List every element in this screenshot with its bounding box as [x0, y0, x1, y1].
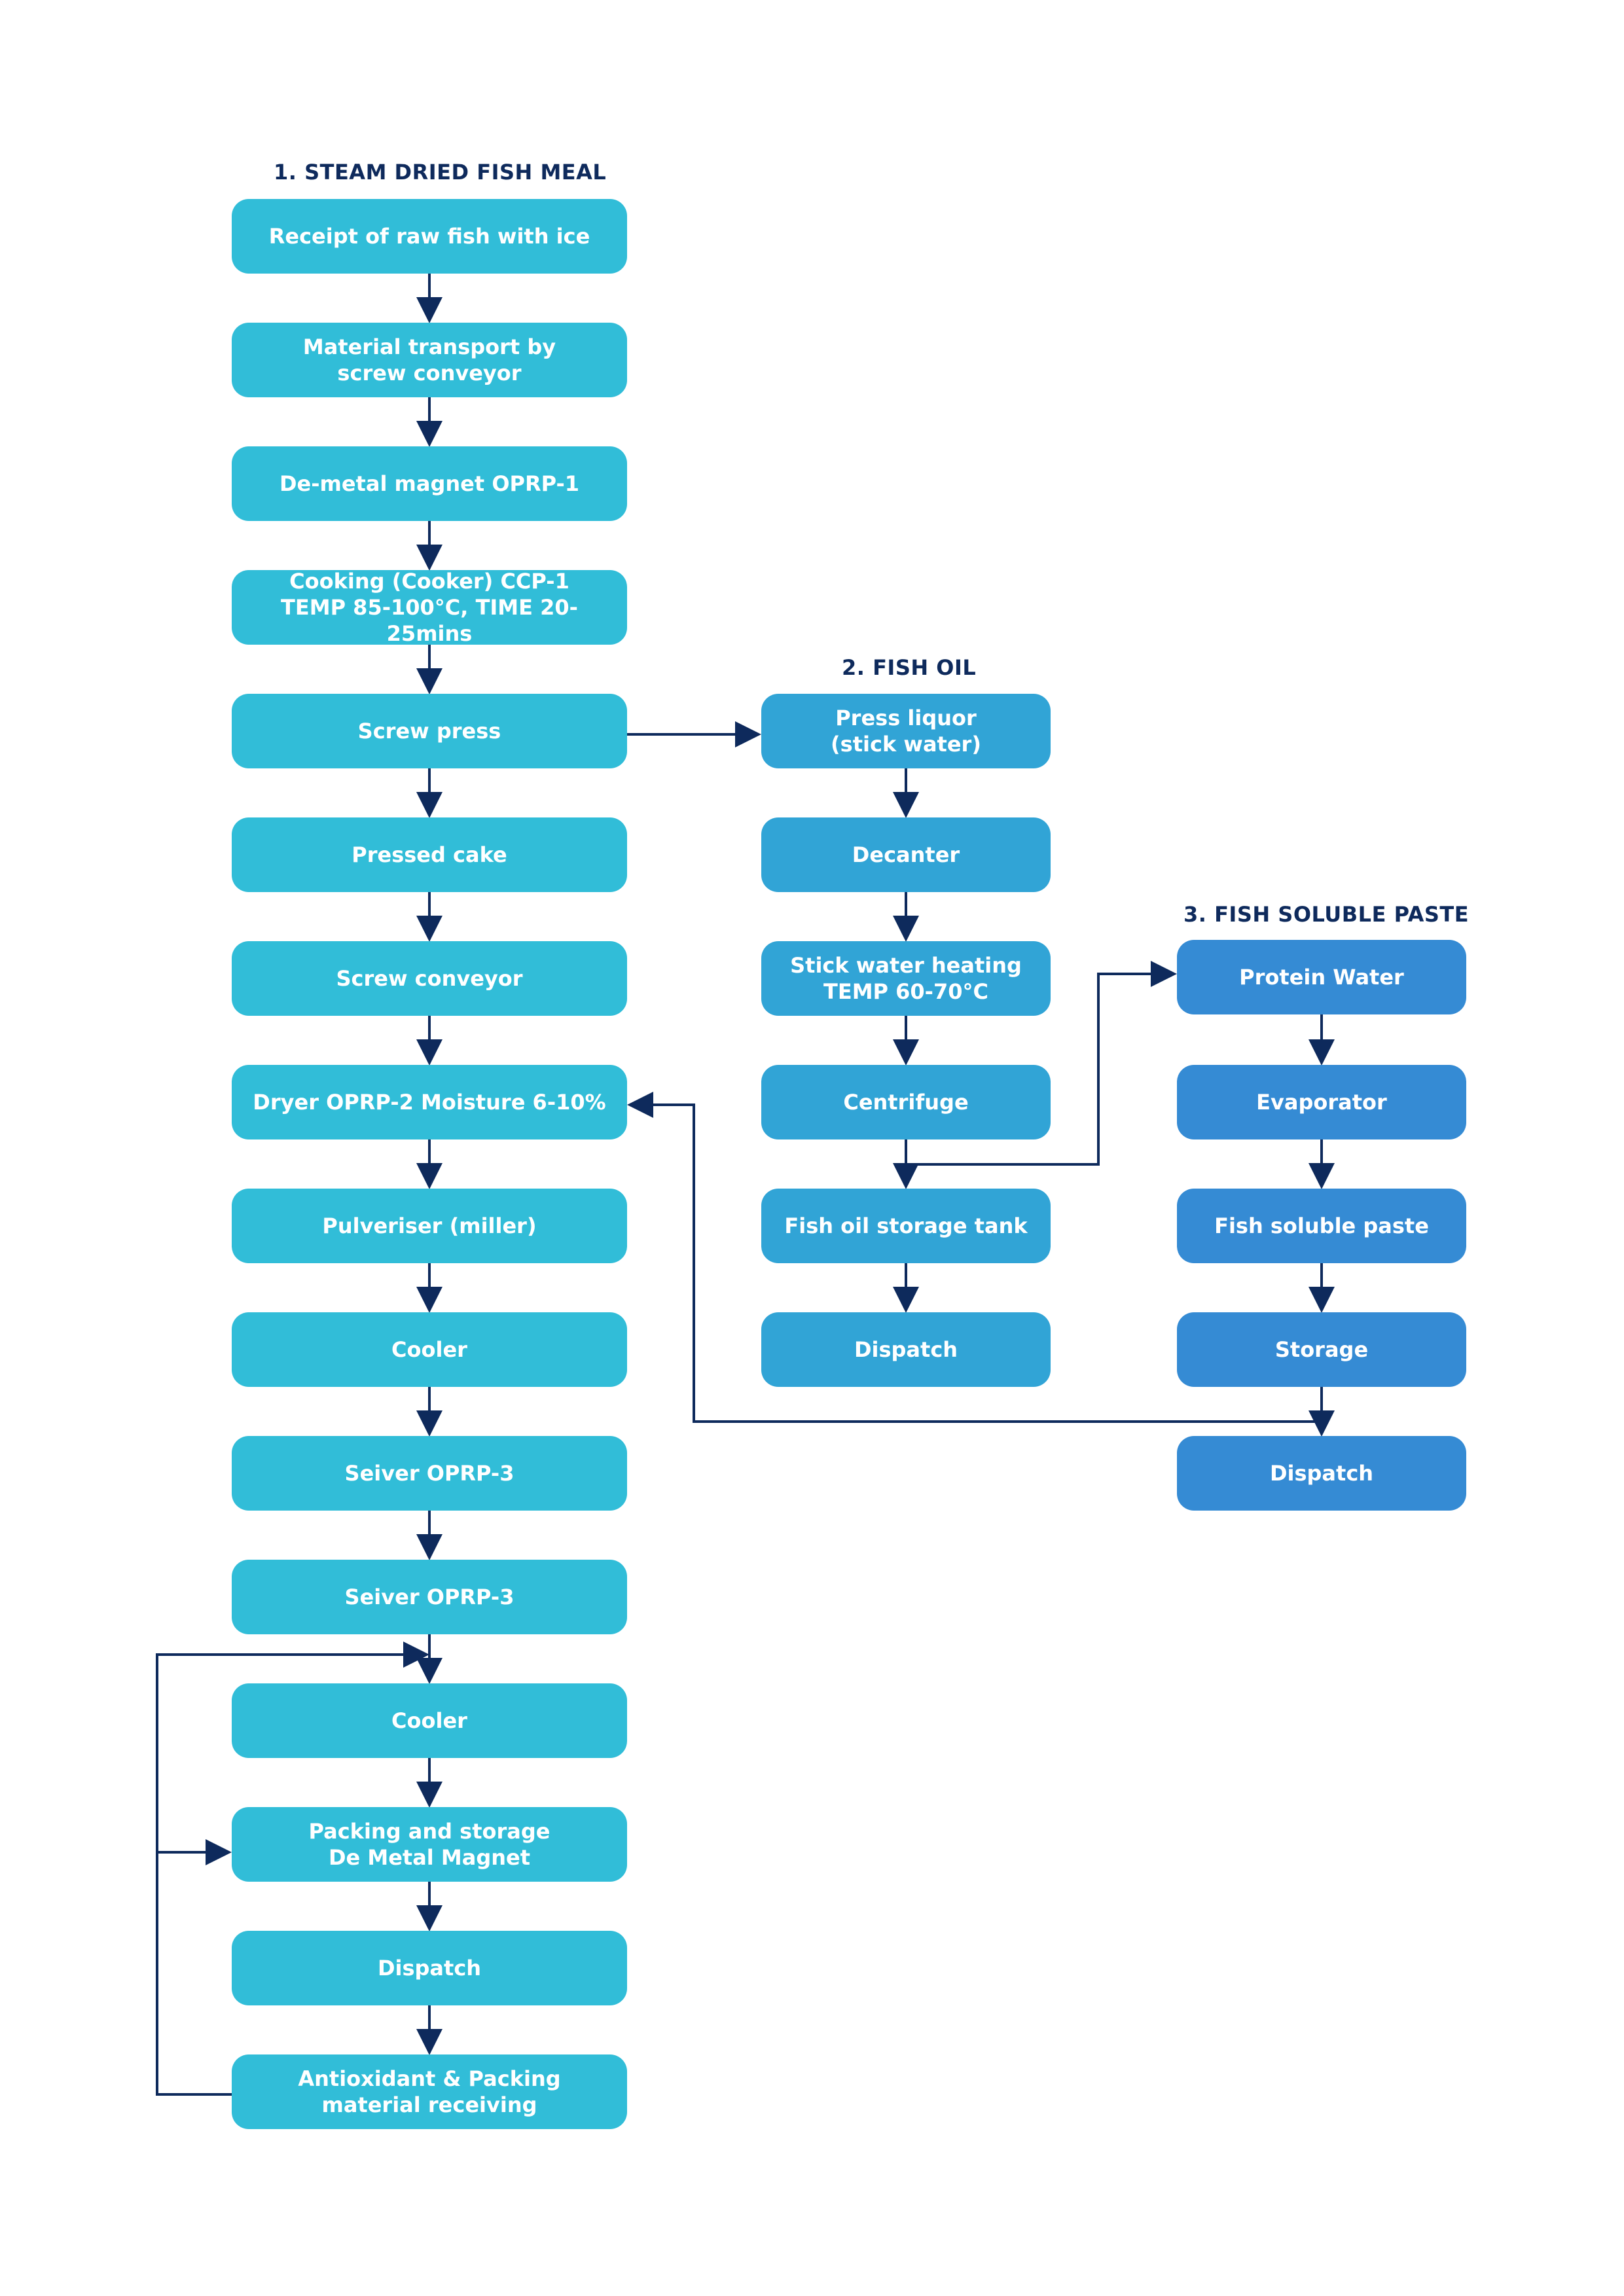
step-dryer-oprp2: Dryer OPRP-2 Moisture 6-10% — [232, 1065, 627, 1139]
section-title-fish-oil: 2. FISH OIL — [842, 655, 977, 680]
line-antioxidant-feedback — [156, 1641, 429, 2096]
step-protein-water: Protein Water — [1177, 940, 1466, 1014]
step-seiver-oprp3-1: Seiver OPRP-3 — [232, 1436, 627, 1511]
step-paste-storage: Storage — [1177, 1312, 1466, 1387]
section-title-fish-meal: 1. STEAM DRIED FISH MEAL — [274, 160, 607, 185]
step-screw-conveyor: Screw conveyor — [232, 941, 627, 1016]
step-paste-dispatch: Dispatch — [1177, 1436, 1466, 1511]
arrow-centrifuge-to-proteinwater — [906, 961, 1177, 1166]
step-packing-storage: Packing and storage De Metal Magnet — [232, 1807, 627, 1882]
step-cooking-ccp1: Cooking (Cooker) CCP-1 TEMP 85-100°C, TI… — [232, 569, 627, 646]
step-pressed-cake: Pressed cake — [232, 817, 627, 892]
step-receipt-raw-fish: Receipt of raw fish with ice — [232, 199, 627, 274]
step-cooler-1: Cooler — [232, 1312, 627, 1387]
step-centrifuge: Centrifuge — [761, 1065, 1051, 1139]
step-fish-oil-storage-tank: Fish oil storage tank — [761, 1189, 1051, 1263]
step-material-transport: Material transport by screw conveyor — [232, 323, 627, 397]
step-oil-dispatch: Dispatch — [761, 1312, 1051, 1387]
step-evaporator: Evaporator — [1177, 1065, 1466, 1139]
section-title-fish-soluble-paste: 3. FISH SOLUBLE PASTE — [1183, 902, 1470, 927]
arrow-paste-to-dryer — [627, 1092, 1322, 1423]
step-decanter: Decanter — [761, 817, 1051, 892]
step-meal-dispatch: Dispatch — [232, 1931, 627, 2005]
step-demetal-magnet-oprp1: De-metal magnet OPRP-1 — [232, 446, 627, 521]
step-press-liquor: Press liquor (stick water) — [761, 694, 1051, 768]
step-pulveriser: Pulveriser (miller) — [232, 1189, 627, 1263]
step-screw-press: Screw press — [232, 694, 627, 768]
step-cooler-2: Cooler — [232, 1683, 627, 1758]
step-seiver-oprp3-2: Seiver OPRP-3 — [232, 1560, 627, 1634]
step-stick-water-heating: Stick water heating TEMP 60-70°C — [761, 941, 1051, 1016]
step-fish-soluble-paste: Fish soluble paste — [1177, 1189, 1466, 1263]
step-antioxidant-packing-receiving: Antioxidant & Packing material receiving — [232, 2054, 627, 2129]
